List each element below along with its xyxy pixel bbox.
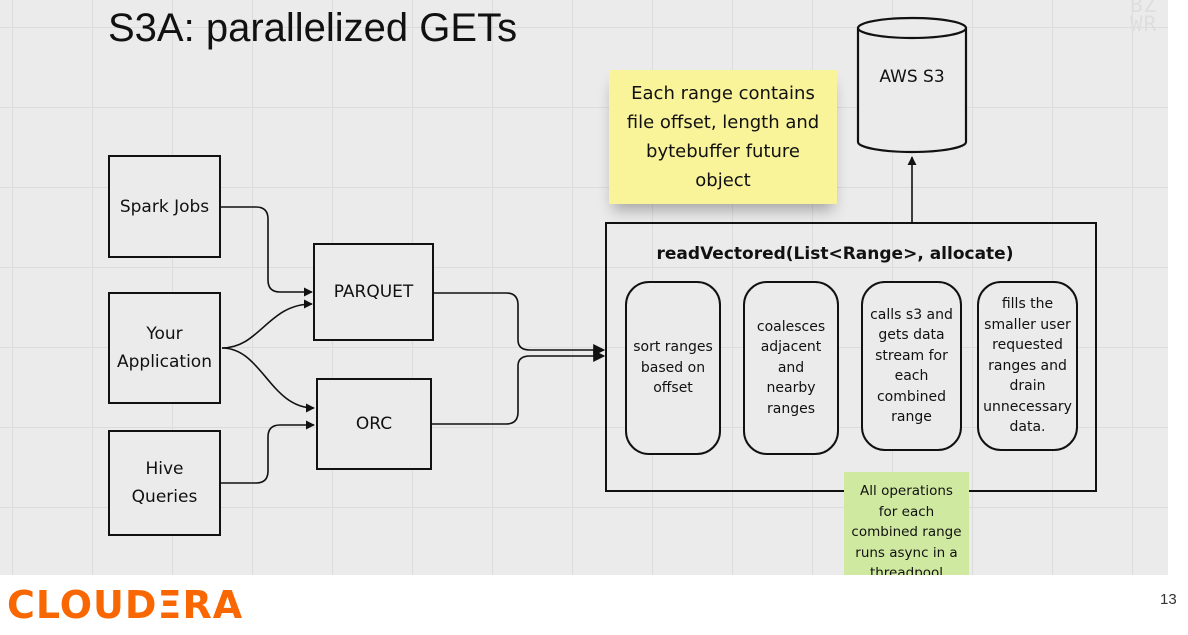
format-orc: ORC — [316, 378, 432, 470]
step-line: ranges and — [988, 357, 1067, 374]
step-line: range — [891, 409, 932, 425]
range-info-sticky-note: Each range contains file offset, length … — [609, 70, 837, 204]
arrow-spark-to-parquet — [221, 206, 313, 297]
async-threadpool-sticky-note: All operations for each combined range r… — [844, 472, 969, 575]
source-spark-jobs: Spark Jobs — [108, 155, 221, 258]
source-hive-queries: Hive Queries — [108, 430, 221, 536]
step-line: offset — [653, 380, 693, 397]
note-line: Each range contains — [631, 83, 815, 104]
arrow-parquet-to-vectored — [434, 292, 606, 356]
s3-cylinder-body — [856, 28, 968, 154]
step-line: nearby — [766, 380, 816, 397]
step-line: stream for — [875, 347, 948, 364]
step-line: requested — [992, 337, 1063, 354]
cloudera-logo: CLOUDΞRA — [7, 583, 244, 627]
note-line: for each — [878, 503, 935, 520]
note-line: bytebuffer future — [646, 141, 800, 162]
step-line: based on — [640, 359, 706, 376]
step-line: each — [894, 368, 929, 384]
step-line: coalesces — [756, 318, 826, 335]
step-coalesce-ranges: coalesces adjacent and nearby ranges — [743, 281, 839, 455]
watermark: BZ WR — [1130, 0, 1158, 36]
step-line: gets data — [878, 327, 945, 343]
watermark-line-1: BZ — [1130, 0, 1158, 17]
s3-cylinder-top — [856, 16, 968, 40]
source-line: Application — [117, 352, 212, 372]
step-line: adjacent and — [760, 339, 822, 376]
step-sort-ranges: sort ranges based on offset — [625, 281, 721, 455]
step-line: ranges — [766, 400, 815, 417]
slide-title: S3A: parallelized GETs — [108, 6, 518, 50]
step-line: drain — [1009, 378, 1046, 395]
step-call-s3: calls s3 and gets data stream for each c… — [861, 281, 962, 451]
watermark-line-2: WR — [1130, 12, 1158, 36]
source-line: Queries — [131, 487, 198, 507]
step-line: sort ranges — [633, 339, 713, 356]
note-line: runs async in a — [855, 544, 958, 561]
arrow-orc-to-vectored — [432, 350, 606, 425]
source-line: Spark Jobs — [119, 196, 210, 217]
step-line: calls s3 and — [870, 306, 953, 323]
note-line: All operations — [860, 483, 953, 499]
step-line: unnecessary — [983, 398, 1072, 415]
note-line: combined range — [851, 524, 962, 540]
arrow-app-to-parquet — [221, 299, 313, 349]
source-line: Your — [146, 324, 183, 344]
note-line: threadpool — [869, 565, 944, 575]
format-parquet: PARQUET — [313, 243, 434, 341]
note-line: object — [695, 170, 751, 191]
step-line: combined — [876, 388, 947, 405]
note-line: file offset, length and — [626, 112, 820, 133]
aws-s3-label: AWS S3 — [879, 67, 945, 87]
step-line: smaller user — [984, 316, 1071, 333]
step-line: fills the — [1001, 296, 1054, 313]
arrow-app-to-orc — [221, 347, 315, 413]
page-number: 13 — [1160, 591, 1177, 608]
step-line: data. — [1009, 419, 1046, 436]
step-fill-ranges: fills the smaller user requested ranges … — [977, 281, 1078, 451]
slide-footer — [0, 575, 1188, 635]
source-your-application: Your Application — [108, 292, 221, 404]
read-vectored-method: readVectored(List<Range>, allocate) — [656, 244, 1014, 264]
format-orc-label: ORC — [355, 414, 393, 434]
arrow-hive-to-orc — [221, 420, 315, 484]
format-parquet-label: PARQUET — [333, 282, 414, 302]
source-line: Hive — [145, 459, 184, 479]
